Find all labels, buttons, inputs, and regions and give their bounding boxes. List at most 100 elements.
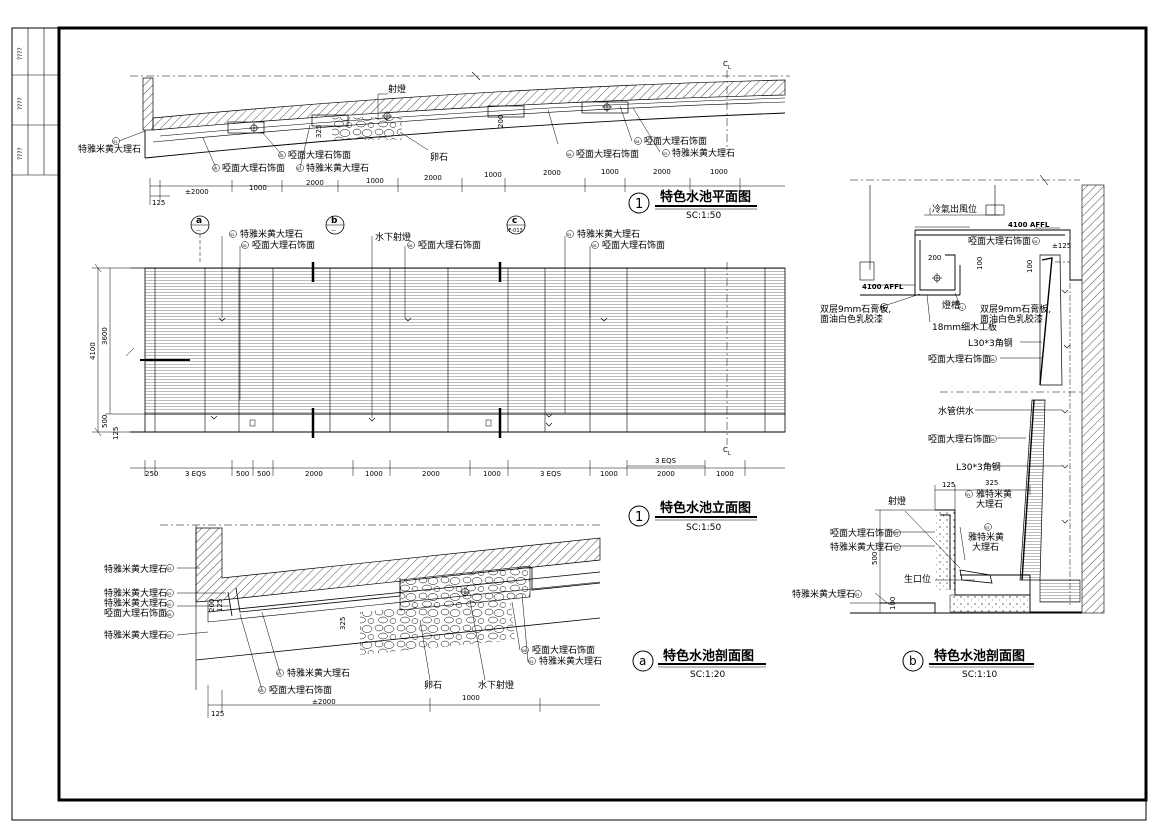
elevation-title: 1 特色水池立面图 SC:1:50 [628, 500, 757, 533]
section-callout-a: a — [190, 215, 210, 262]
section-b-dim-500: 500 [871, 552, 879, 565]
svg-text:S5: S5 [277, 672, 281, 676]
section-b-label-lamp-slot: 燈槽 [942, 299, 960, 311]
elevation-label-underwater-light: 水下射燈 [375, 231, 411, 243]
section-b-wall [1081, 184, 1105, 614]
section-b-affl-low: 4100 AFFL [862, 283, 904, 291]
svg-text:S5: S5 [894, 546, 898, 550]
svg-text:S6: S6 [408, 244, 412, 248]
svg-text:c: c [512, 216, 517, 226]
plan-dim-125: 125 [152, 199, 165, 207]
plan-label-light: 射燈 [388, 83, 406, 95]
section-b-title-text: 特色水池剖面图 [934, 648, 1025, 664]
svg-text:S5: S5 [894, 532, 898, 536]
section-a-label-light: 水下射燈 [478, 679, 514, 691]
svg-text:S6: S6 [1033, 240, 1037, 244]
plan-cl-sub: L [728, 65, 731, 71]
section-b-label-light: 射燈 [888, 495, 906, 507]
section-a-title-number: a [639, 654, 646, 668]
plan-title-number: 1 [635, 197, 643, 212]
section-b-view: 冷氣出風位 4100 AFFL 啞面大理石饰面 S6 4100 AFFL 200… [792, 174, 1105, 680]
section-b-label-gypsum-right-2: 面油白色乳胶漆 [980, 313, 1043, 325]
plan-pebble-bed [332, 117, 402, 140]
section-a-dim-125: 125 [216, 599, 224, 612]
svg-text:S6: S6 [213, 167, 217, 171]
plan-view: C L 325 200 射燈 S5 特雅米黄大理石 S6 啞面大理石饰面 S6 … [78, 60, 790, 221]
svg-text:S6: S6 [522, 649, 526, 653]
section-b-label-matte-top: 啞面大理石饰面 [968, 235, 1031, 247]
svg-text:S6: S6 [259, 689, 263, 693]
plan-scale: SC:1:50 [686, 211, 722, 221]
plan-dim: 1000 [366, 177, 384, 185]
section-b-scale: SC:1:10 [962, 670, 998, 680]
section-b-dim-125b: 125 [942, 481, 955, 489]
elevation-dim: 3 EQS [185, 470, 207, 478]
svg-text:S5: S5 [113, 140, 117, 144]
outer-frame [11, 27, 1147, 821]
elevation-dim-125: 125 [112, 427, 120, 440]
svg-text:S5: S5 [985, 526, 989, 530]
section-a-dim-125b: 125 [211, 710, 224, 718]
section-a-title: a 特色水池剖面图 SC:1:20 [632, 648, 766, 680]
section-b-label-yellow-b-1: 雅特米黄 [968, 531, 1004, 543]
svg-text:S6: S6 [635, 140, 639, 144]
section-b-label-gypsum-left-2: 面油白色乳胶漆 [820, 313, 883, 325]
elevation-label-yellow-1: 特雅米黄大理石 [240, 228, 303, 240]
section-a-light-icon [460, 587, 470, 597]
plan-label-matte-4: 啞面大理石饰面 [644, 135, 707, 147]
elevation-label-matte-3: 啞面大理石饰面 [602, 239, 665, 251]
svg-text:P1: P1 [881, 306, 885, 310]
elevation-dim: 1000 [365, 470, 383, 478]
elevation-base [144, 413, 786, 433]
svg-text:S6: S6 [990, 358, 994, 362]
elevation-label-matte-1: 啞面大理石饰面 [252, 239, 315, 251]
svg-text:S6: S6 [567, 153, 571, 157]
section-b-dim-125: ±125 [1052, 242, 1071, 250]
elevation-dim: 1000 [716, 470, 734, 478]
section-a-title-text: 特色水池剖面图 [663, 648, 754, 664]
elevation-dim: 2000 [305, 470, 323, 478]
svg-text:S6: S6 [242, 244, 246, 248]
section-a-label-right-2: 特雅米黄大理石 [539, 655, 602, 667]
svg-text:S6: S6 [990, 438, 994, 442]
plan-label-matte-2: 啞面大理石饰面 [222, 162, 285, 174]
title-block-row-1: ???? [17, 47, 24, 60]
section-a-label-bottom-2: 啞面大理石饰面 [269, 684, 332, 696]
svg-text:S5: S5 [230, 233, 234, 237]
section-b-label-matte-lo: 啞面大理石饰面 [928, 433, 991, 445]
section-b-title-number: b [909, 654, 917, 668]
elevation-label-matte-2: 啞面大理石饰面 [418, 239, 481, 251]
svg-text:S5: S5 [966, 493, 970, 497]
section-b-dim-100c: 100 [889, 597, 897, 610]
section-a-wall [195, 527, 601, 603]
svg-text:—: — [196, 228, 201, 234]
section-a-label-bottom-1: 特雅米黄大理石 [287, 667, 350, 679]
section-b-label-yellow-left: 特雅米黄大理石 [830, 541, 893, 553]
section-a-dim-1000: 1000 [462, 694, 480, 702]
elevation-dim: 500 [257, 470, 270, 478]
section-callout-c: c IF-013 [506, 215, 526, 235]
elevation-dim: 3 EQS [540, 470, 562, 478]
elevation-dim-panel: 3600 [101, 327, 109, 345]
svg-text:b: b [331, 216, 338, 226]
section-b-label-wood: 18mm细木工板 [932, 321, 997, 333]
section-a-label-3: 特雅米黄大理石 [104, 597, 167, 609]
title-block-row-2: ???? [17, 97, 24, 110]
svg-text:S5: S5 [297, 167, 301, 171]
elevation-scale: SC:1:50 [686, 523, 722, 533]
plan-wall-left [142, 77, 154, 131]
elevation-stone-panels [144, 267, 786, 415]
elevation-dim-height: 4100 [89, 342, 97, 360]
elevation-dim: 2000 [657, 470, 675, 478]
section-b-title: b 特色水池剖面图 SC:1:10 [902, 648, 1034, 680]
inner-frame [57, 26, 1148, 802]
svg-text:S5: S5 [167, 634, 171, 638]
title-block: ???? ???? ???? [12, 27, 59, 176]
section-a-label-4: 啞面大理石饰面 [104, 607, 167, 619]
elevation-cl-mark: C [723, 446, 728, 454]
svg-text:IF-013: IF-013 [507, 228, 523, 234]
plan-title-text: 特色水池平面图 [660, 189, 751, 205]
plan-dim: 2000 [306, 179, 324, 187]
section-b-label-gypsum-right-1: 双层9mm石膏板, [980, 303, 1051, 315]
